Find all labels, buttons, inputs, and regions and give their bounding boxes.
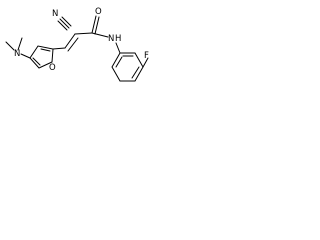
molecule-drawing: N O N H F N O <box>5 7 149 82</box>
bond-n-me2 <box>17 37 23 51</box>
bond-c-carbonyl <box>74 32 93 35</box>
bond-alkene-1 <box>64 33 76 49</box>
bond-vinyl-furan <box>52 47 66 50</box>
bond-n-aryl <box>115 42 121 54</box>
bond-nitrile-2 <box>61 16 72 27</box>
atom-nitrile-n: N <box>52 9 58 19</box>
bond-n-me1 <box>5 41 15 51</box>
benzene-double-3 <box>115 56 123 68</box>
atom-dimethylamino-n: N <box>14 49 20 59</box>
benzene-ring <box>111 52 144 82</box>
structure-diagram: N O N H F N O <box>0 0 154 97</box>
furan-double-1 <box>40 48 51 52</box>
atom-fluorine: F <box>144 51 149 61</box>
bond-furan-n <box>20 53 31 59</box>
bond-co-1 <box>91 15 97 34</box>
furan-ring <box>29 45 54 69</box>
benzene-double-2 <box>131 66 140 79</box>
atom-amide-n: N <box>108 34 114 44</box>
atom-amide-h: H <box>115 34 121 44</box>
bond-c-f <box>142 57 149 68</box>
atom-furan-o: O <box>49 63 56 73</box>
furan-double-2 <box>32 57 41 66</box>
bond-nitrile-3 <box>57 20 68 31</box>
atom-carbonyl-o: O <box>95 7 102 17</box>
bond-alkene-2 <box>67 37 79 52</box>
bond-nitrile-1 <box>59 18 70 29</box>
bond-c-n <box>91 32 109 38</box>
bond-co-2 <box>94 16 100 35</box>
